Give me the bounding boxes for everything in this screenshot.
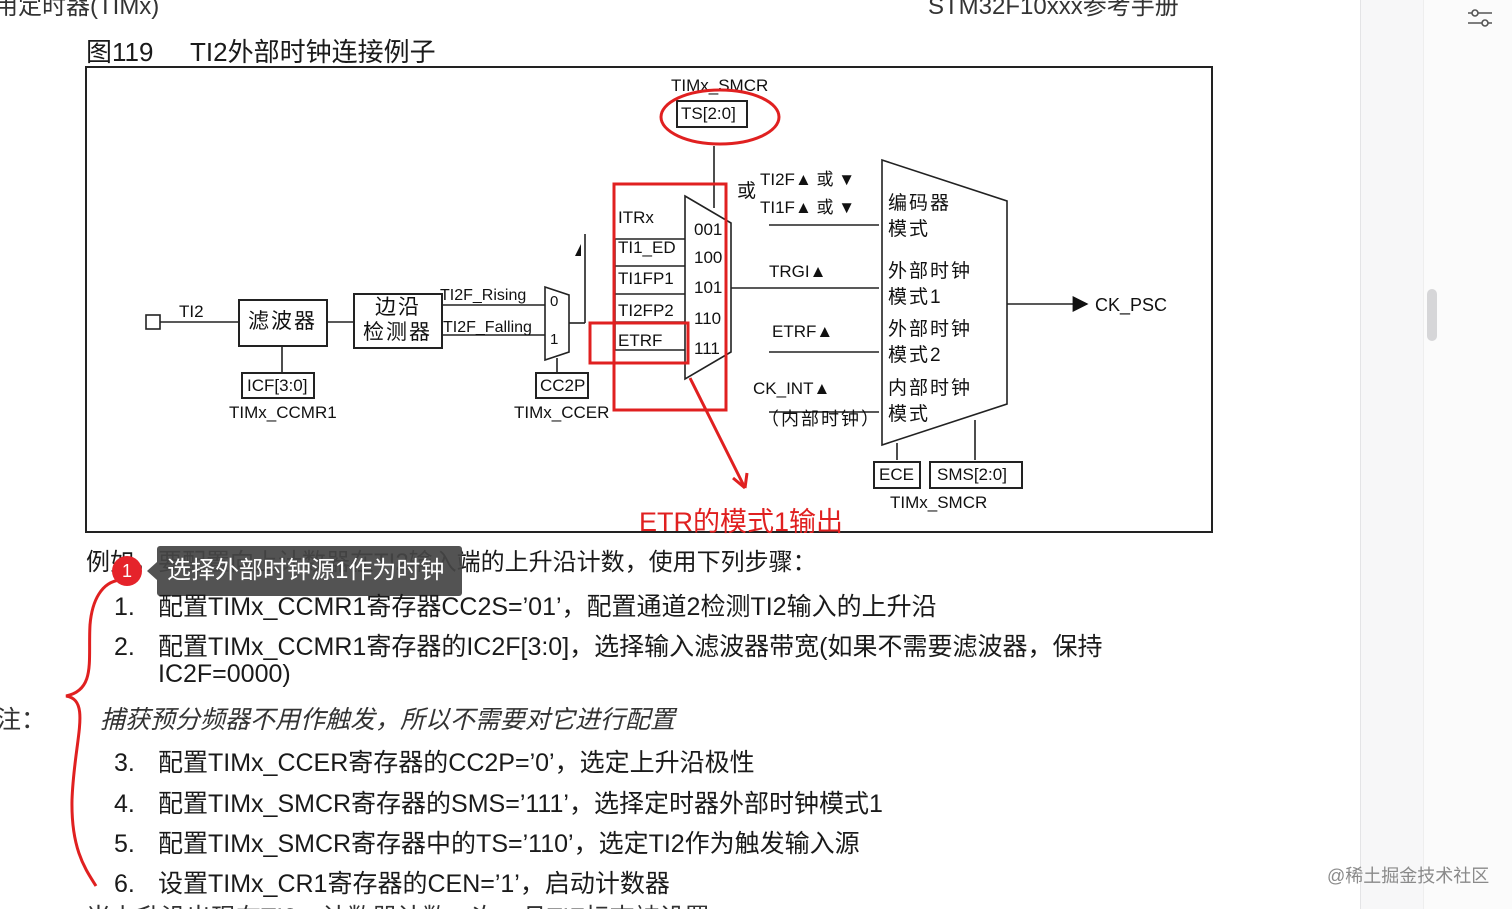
step-3-number: 3. xyxy=(114,749,135,777)
watermark: @稀土掘金技术社区 xyxy=(1327,866,1490,886)
trigger-input-ti1fp1: TI1FP1 xyxy=(618,269,674,288)
trigger-code-101: 101 xyxy=(694,278,723,297)
ti2f-falling-label: TI2F_Falling xyxy=(443,319,532,336)
step-6: 6. 设置TIMx_CR1寄存器的CEN=’1’，启动计数器 xyxy=(114,864,670,900)
smcr-top-label: TIMx_SMCR xyxy=(671,76,769,95)
step-1-number: 1. xyxy=(114,593,135,621)
timer-diagram: TIMx_SMCR TS[2:0] TI2 滤波器 边沿 检测器 ICF[3:0… xyxy=(85,66,1213,533)
polarity-mux xyxy=(544,285,570,362)
sms-box: SMS[2:0] xyxy=(929,461,1023,489)
or-label: 或 xyxy=(737,181,757,202)
encoder-signal-2: TI1F▲ 或 ▼ xyxy=(760,198,856,217)
filter-box: 滤波器 xyxy=(238,299,328,347)
trgi-label: TRGI▲ xyxy=(769,262,827,281)
sliders-icon[interactable] xyxy=(1465,4,1495,32)
ti2-label: TI2 xyxy=(179,302,204,321)
annotation-tooltip: 选择外部时钟源1作为时钟 xyxy=(157,546,463,596)
trigger-input-ti1-ed: TI1_ED xyxy=(618,238,676,257)
trigger-code-111: 111 xyxy=(694,339,720,358)
trigger-input-ti2fp2: TI2FP2 xyxy=(618,301,674,320)
annotation-badge[interactable]: 1 xyxy=(112,556,142,586)
etr-annotation: ETR的模式1输出 xyxy=(639,507,844,537)
step-6-number: 6. xyxy=(114,870,135,898)
cc2p-box: CC2P xyxy=(535,372,589,399)
step-4: 4. 配置TIMx_SMCR寄存器的SMS=’111’，选择定时器外部时钟模式1 xyxy=(114,784,883,820)
step-2-number: 2. xyxy=(114,633,135,661)
filter-label: 滤波器 xyxy=(248,310,317,333)
ccer-label: TIMx_CCER xyxy=(514,403,610,422)
ti2f-rising-label: TI2F_Rising xyxy=(440,287,527,304)
step-5-text: 配置TIMx_SMCR寄存器中的TS=’110’，选定TI2作为触发输入源 xyxy=(158,830,860,858)
cc2p-label: CC2P xyxy=(540,376,586,395)
step-5: 5. 配置TIMx_SMCR寄存器中的TS=’110’，选定TI2作为触发输入源 xyxy=(114,824,860,860)
icf-label: ICF[3:0] xyxy=(247,376,308,395)
mode-encoder-2: 模式 xyxy=(888,219,931,240)
mode-ext2-1: 外部时钟 xyxy=(888,319,973,340)
running-header-right: STM32F10xxx参考手册 xyxy=(928,0,1179,20)
smcr-bottom-label: TIMx_SMCR xyxy=(890,493,988,512)
sliders-icon-graphic xyxy=(1468,9,1492,27)
step-2-continuation: IC2F=0000) xyxy=(158,660,291,688)
etrf-highlight xyxy=(588,321,690,365)
red-markup xyxy=(65,88,781,887)
step-4-text: 配置TIMx_SMCR寄存器的SMS=’111’，选择定时器外部时钟模式1 xyxy=(158,790,883,818)
mode-encoder-1: 编码器 xyxy=(888,193,952,214)
scroll-track[interactable] xyxy=(1423,0,1512,909)
document-page: 用定时器(TIMx) STM32F10xxx参考手册 图119 TI2外部时钟连接… xyxy=(0,0,1213,909)
figure-title: TI2外部时钟连接例子 xyxy=(190,37,436,67)
ece-box: ECE xyxy=(873,461,921,489)
diagram-wires xyxy=(145,146,1089,460)
trigger-input-etrf: ETRF xyxy=(618,331,663,350)
edge-detector-label-1: 边沿 xyxy=(375,296,421,319)
tooltip-arrow xyxy=(147,562,157,580)
trigger-code-001: 001 xyxy=(694,220,723,239)
steps-brace xyxy=(65,578,121,887)
etrf-signal-label: ETRF▲ xyxy=(772,322,834,341)
step-2-text: 配置TIMx_CCMR1寄存器的IC2F[3:0]，选择输入滤波器带宽(如果不需… xyxy=(158,633,1103,661)
ts-highlight-ellipse xyxy=(659,88,781,146)
mode-int-2: 模式 xyxy=(888,404,931,425)
trigger-code-100: 100 xyxy=(694,248,723,267)
trigger-code-110: 110 xyxy=(694,309,722,328)
ck-int-note: （内部时钟） xyxy=(761,409,881,429)
step-6-text: 设置TIMx_CR1寄存器的CEN=’1’，启动计数器 xyxy=(158,870,670,898)
mode-ext1-1: 外部时钟 xyxy=(888,261,973,282)
edge-detector-box: 边沿 检测器 xyxy=(353,293,443,349)
figure-number: 图119 xyxy=(86,37,154,67)
step-1-text: 配置TIMx_CCMR1寄存器CC2S=’01’，配置通道2检测TI2输入的上升… xyxy=(158,593,937,621)
ts-box: TS[2:0] xyxy=(676,100,748,128)
step-4-number: 4. xyxy=(114,790,135,818)
ece-label: ECE xyxy=(879,465,914,484)
mode-ext2-2: 模式2 xyxy=(888,345,943,366)
mux-input-1: 1 xyxy=(550,331,559,348)
running-header-left: 用定时器(TIMx) xyxy=(0,0,160,20)
step-3: 3. 配置TIMx_CCER寄存器的CC2P=’0’，选定上升沿极性 xyxy=(114,743,755,779)
side-note-marker: 注： xyxy=(0,706,47,734)
mode-int-1: 内部时钟 xyxy=(888,378,973,399)
trigger-input-itrx: ITRx xyxy=(618,208,654,227)
italic-note: 捕获预分频器不用作触发，所以不需要对它进行配置 xyxy=(100,706,676,734)
scrollbar-thumb[interactable] xyxy=(1427,289,1437,341)
mux-input-0: 0 xyxy=(550,293,559,310)
step-2: 2. 配置TIMx_CCMR1寄存器的IC2F[3:0]，选择输入滤波器带宽(如果… xyxy=(114,627,1103,663)
partial-next-line: 当上升沿出现在TI2，计数器计数一次，且TIF标志被设置。 xyxy=(86,898,735,909)
step-1: 1. 配置TIMx_CCMR1寄存器CC2S=’01’，配置通道2检测TI2输入的… xyxy=(114,587,937,623)
edge-detector-label-2: 检测器 xyxy=(363,321,432,344)
figure-caption: 图119 TI2外部时钟连接例子 xyxy=(86,32,436,69)
ccmr1-label: TIMx_CCMR1 xyxy=(229,403,337,422)
ts-box-label: TS[2:0] xyxy=(681,104,736,123)
trigger-select-mux xyxy=(684,194,732,381)
mode-ext1-2: 模式1 xyxy=(888,287,943,308)
step-3-text: 配置TIMx_CCER寄存器的CC2P=’0’，选定上升沿极性 xyxy=(158,749,755,777)
trigger-inputs-highlight xyxy=(612,182,728,412)
encoder-signal-1: TI2F▲ 或 ▼ xyxy=(760,170,856,189)
ck-int-label: CK_INT▲ xyxy=(753,379,831,398)
ck-psc-label: CK_PSC xyxy=(1095,295,1168,315)
step-5-number: 5. xyxy=(114,830,135,858)
sms-label: SMS[2:0] xyxy=(937,465,1007,484)
right-sidebar xyxy=(1360,0,1512,909)
mode-select-mux xyxy=(881,158,1008,447)
icf-box: ICF[3:0] xyxy=(241,372,315,399)
